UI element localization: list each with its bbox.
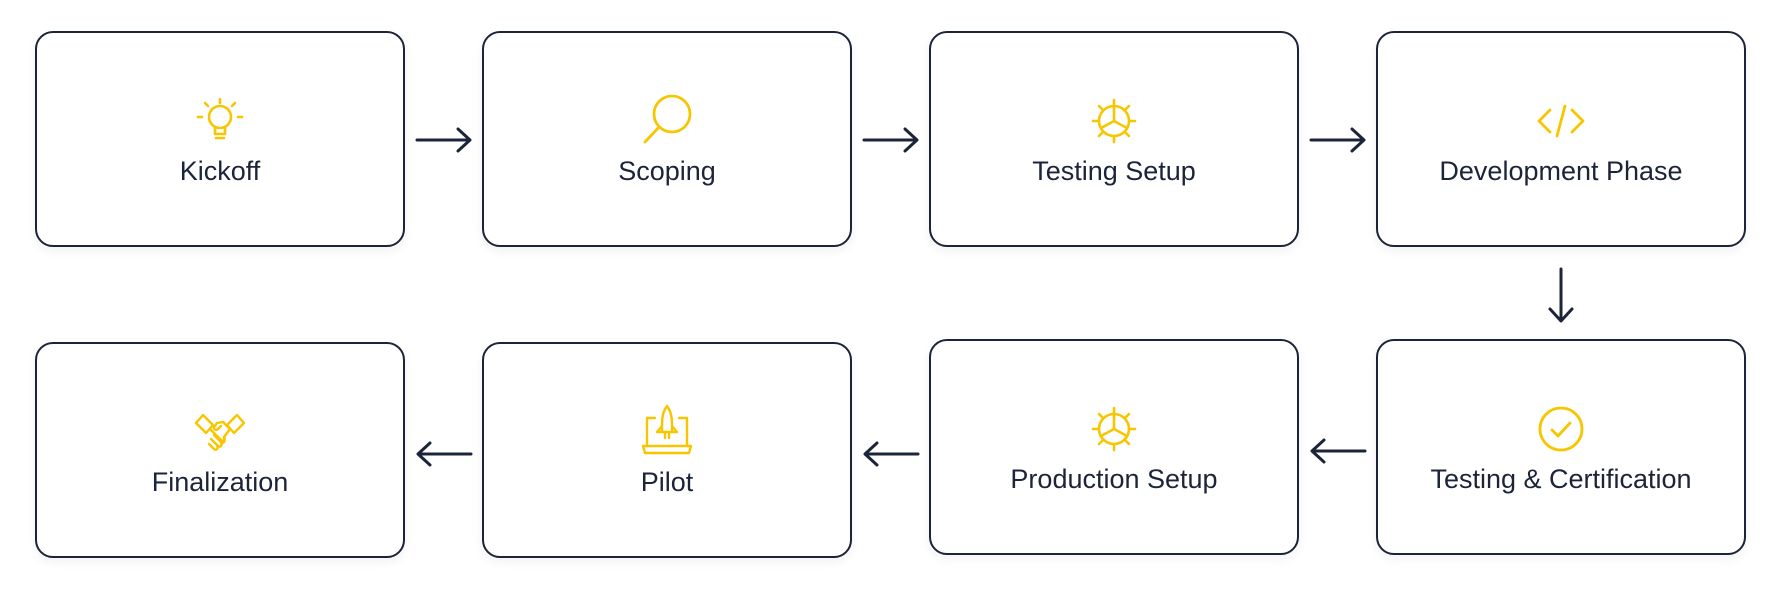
step-finalization: Finalization <box>35 342 405 558</box>
step-pilot: Pilot <box>482 342 852 558</box>
arrow-down-icon <box>1547 266 1575 324</box>
step-label: Kickoff <box>179 156 261 186</box>
step-label: Production Setup <box>1010 464 1218 494</box>
arrow-right-icon <box>1308 126 1368 154</box>
step-label: Finalization <box>151 467 289 497</box>
arrow-left-icon <box>1308 437 1368 465</box>
gear-icon <box>1084 91 1144 151</box>
lightbulb-icon <box>190 91 250 151</box>
step-testing-certification: Testing & Certification <box>1376 339 1746 555</box>
step-testing-setup: Testing Setup <box>929 31 1299 247</box>
check-circle-icon <box>1531 399 1591 459</box>
gear-icon <box>1084 399 1144 459</box>
step-kickoff: Kickoff <box>35 31 405 247</box>
arrow-left-icon <box>861 440 921 468</box>
step-label: Scoping <box>618 156 716 186</box>
arrow-right-icon <box>414 126 474 154</box>
arrow-right-icon <box>861 126 921 154</box>
step-production-setup: Production Setup <box>929 339 1299 555</box>
step-label: Testing & Certification <box>1430 464 1692 494</box>
rocket-launch-icon <box>637 402 697 462</box>
arrow-left-icon <box>414 440 474 468</box>
step-scoping: Scoping <box>482 31 852 247</box>
step-development-phase: Development Phase <box>1376 31 1746 247</box>
magnifier-icon <box>637 91 697 151</box>
handshake-icon <box>190 402 250 462</box>
code-icon <box>1531 91 1591 151</box>
step-label: Testing Setup <box>1032 156 1196 186</box>
step-label: Pilot <box>640 467 694 497</box>
step-label: Development Phase <box>1439 156 1683 186</box>
